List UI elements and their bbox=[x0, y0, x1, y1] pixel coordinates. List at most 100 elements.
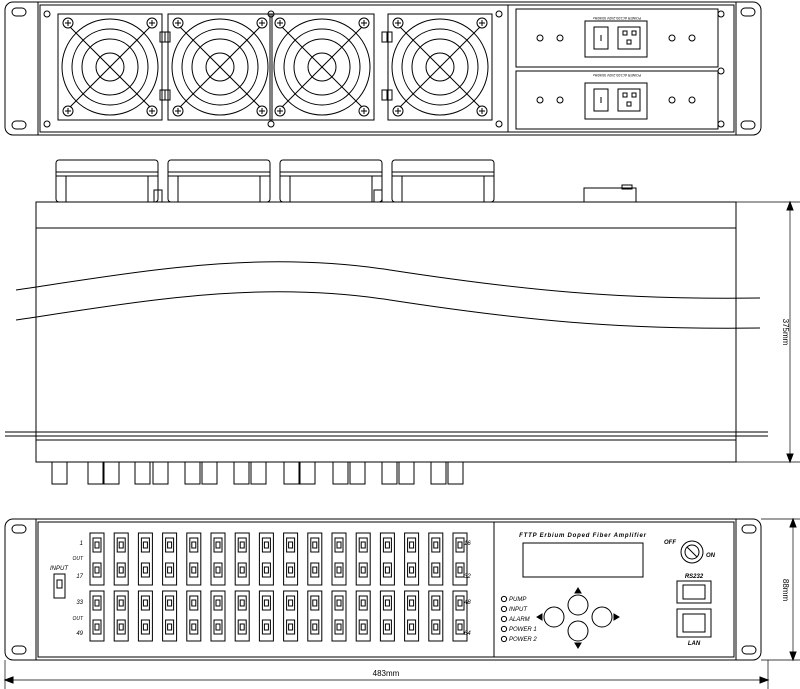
sc-port-inner bbox=[142, 566, 148, 574]
port-number-label: 32 bbox=[464, 574, 471, 580]
port-column bbox=[234, 590, 250, 642]
sc-port-inner bbox=[191, 541, 197, 549]
front-connector bbox=[332, 461, 349, 485]
sc-port-inner bbox=[215, 541, 221, 549]
front-connector bbox=[134, 461, 151, 485]
port-column bbox=[379, 590, 395, 642]
sc-port-inner bbox=[263, 623, 269, 631]
screw-icon bbox=[274, 17, 286, 29]
sc-port bbox=[213, 562, 223, 578]
led-label: ALARM bbox=[508, 617, 530, 623]
sc-port-inner bbox=[142, 623, 148, 631]
port-pair bbox=[137, 532, 153, 586]
fan-icon bbox=[269, 13, 375, 121]
sc-port bbox=[213, 619, 223, 635]
arrow-right-icon bbox=[613, 613, 620, 621]
sc-port bbox=[358, 537, 368, 553]
port-pair bbox=[428, 532, 444, 586]
sc-port bbox=[431, 562, 441, 578]
side-fan-body bbox=[167, 159, 271, 203]
port-column bbox=[89, 590, 105, 642]
port-pair bbox=[234, 532, 250, 586]
input-label: INPUT bbox=[50, 566, 69, 572]
rack-slot bbox=[740, 120, 756, 130]
sc-port bbox=[455, 619, 465, 635]
screw-icon bbox=[476, 17, 488, 29]
sc-port-inner bbox=[167, 623, 173, 631]
sc-port-inner bbox=[288, 566, 294, 574]
port-pair bbox=[307, 590, 323, 642]
sc-port bbox=[431, 595, 441, 611]
sc-port-inner bbox=[360, 541, 366, 549]
arrow-down-icon bbox=[789, 651, 797, 662]
port-pair bbox=[186, 532, 202, 586]
front-connector bbox=[233, 461, 250, 485]
lcd-display bbox=[522, 542, 644, 578]
fan-frame bbox=[57, 13, 163, 121]
screw-icon bbox=[358, 17, 370, 29]
sc-port-inner bbox=[94, 566, 100, 574]
rack-slot bbox=[11, 120, 27, 130]
sc-port bbox=[261, 595, 271, 611]
fan-ring bbox=[191, 38, 249, 96]
fan-ring bbox=[71, 28, 149, 106]
sc-port-inner bbox=[239, 566, 245, 574]
front-chassis-inner bbox=[37, 521, 735, 658]
port-column bbox=[283, 532, 299, 586]
arrow-left-icon bbox=[536, 613, 543, 621]
fan-grill-bar bbox=[179, 26, 261, 108]
ac-pin bbox=[622, 30, 628, 36]
ac-pin bbox=[631, 30, 637, 36]
port-number-label: 64 bbox=[464, 631, 471, 637]
front-connector bbox=[398, 461, 415, 485]
port-pair bbox=[89, 590, 105, 642]
screw-icon bbox=[495, 120, 503, 128]
sc-port-inner bbox=[167, 566, 173, 574]
port-number-label: 16 bbox=[464, 541, 471, 547]
port-column bbox=[234, 532, 250, 586]
sc-port bbox=[382, 562, 392, 578]
sc-port bbox=[237, 537, 247, 553]
led-label: POWER 2 bbox=[509, 637, 537, 643]
port-column bbox=[404, 590, 420, 642]
port-pair bbox=[162, 590, 178, 642]
port-column bbox=[283, 590, 299, 642]
port-pair bbox=[331, 532, 347, 586]
front-connector bbox=[184, 461, 201, 485]
ac-pin bbox=[626, 39, 632, 45]
port-column bbox=[186, 590, 202, 642]
sc-port bbox=[358, 619, 368, 635]
front-connector bbox=[51, 461, 68, 485]
port-pair bbox=[404, 590, 420, 642]
screw-icon bbox=[476, 105, 488, 117]
sc-port-inner bbox=[336, 599, 342, 607]
fan-ring bbox=[283, 28, 361, 106]
side-fan-body bbox=[391, 159, 495, 203]
input-port-inner bbox=[56, 579, 63, 589]
lan-label: LAN bbox=[688, 641, 701, 647]
screw-icon bbox=[358, 105, 370, 117]
screw-icon bbox=[256, 17, 268, 29]
sc-port-inner bbox=[312, 623, 318, 631]
port-column bbox=[331, 532, 347, 586]
screw-icon bbox=[717, 10, 725, 18]
sc-port bbox=[116, 537, 126, 553]
arrow-right-icon bbox=[759, 676, 770, 684]
front-connector bbox=[381, 461, 398, 485]
sc-port bbox=[92, 562, 102, 578]
sc-port bbox=[140, 537, 150, 553]
sc-port bbox=[261, 537, 271, 553]
port-column bbox=[113, 590, 129, 642]
sc-port bbox=[165, 595, 175, 611]
fan-ring bbox=[411, 38, 469, 96]
front-connector bbox=[299, 461, 316, 485]
sc-port bbox=[189, 562, 199, 578]
sc-port bbox=[334, 562, 344, 578]
screw-icon bbox=[62, 105, 74, 117]
port-column bbox=[258, 590, 274, 642]
fan-hub bbox=[205, 52, 235, 82]
screw-icon bbox=[267, 120, 275, 128]
sc-port bbox=[407, 619, 417, 635]
sc-port-inner bbox=[384, 566, 390, 574]
